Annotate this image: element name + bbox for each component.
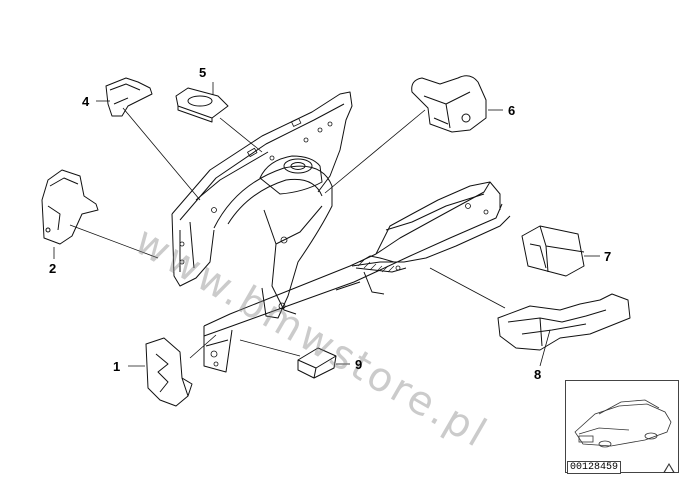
- part-4-bracket: [105, 77, 153, 117]
- vehicle-thumbnail: [565, 380, 679, 473]
- callout-5: 5: [199, 65, 207, 80]
- vehicle-thumbnail-sketch: [574, 399, 672, 448]
- callout-1: 1: [113, 359, 121, 374]
- callout-4: 4: [82, 94, 90, 109]
- callout-7: 7: [604, 249, 612, 264]
- assembly-holes: [179, 118, 489, 367]
- front-structure-assembly: [171, 91, 511, 373]
- part-1-plate: [145, 337, 193, 407]
- part-6-support: [411, 75, 487, 133]
- reference-code: 00128459: [567, 461, 622, 474]
- callout-9: 9: [355, 357, 363, 372]
- callout-6: 6: [508, 103, 516, 118]
- leader-lines: [53, 82, 600, 367]
- part-5-cap: [175, 87, 229, 123]
- callout-8: 8: [534, 367, 542, 382]
- rib-hatching: [357, 259, 395, 273]
- callout-2: 2: [49, 261, 57, 276]
- part-8-member: [497, 293, 631, 351]
- part-9-block: [297, 347, 337, 379]
- part-7-bracket: [521, 225, 585, 277]
- part-2-bracket: [41, 169, 99, 245]
- warning-triangle-icon: [663, 463, 675, 473]
